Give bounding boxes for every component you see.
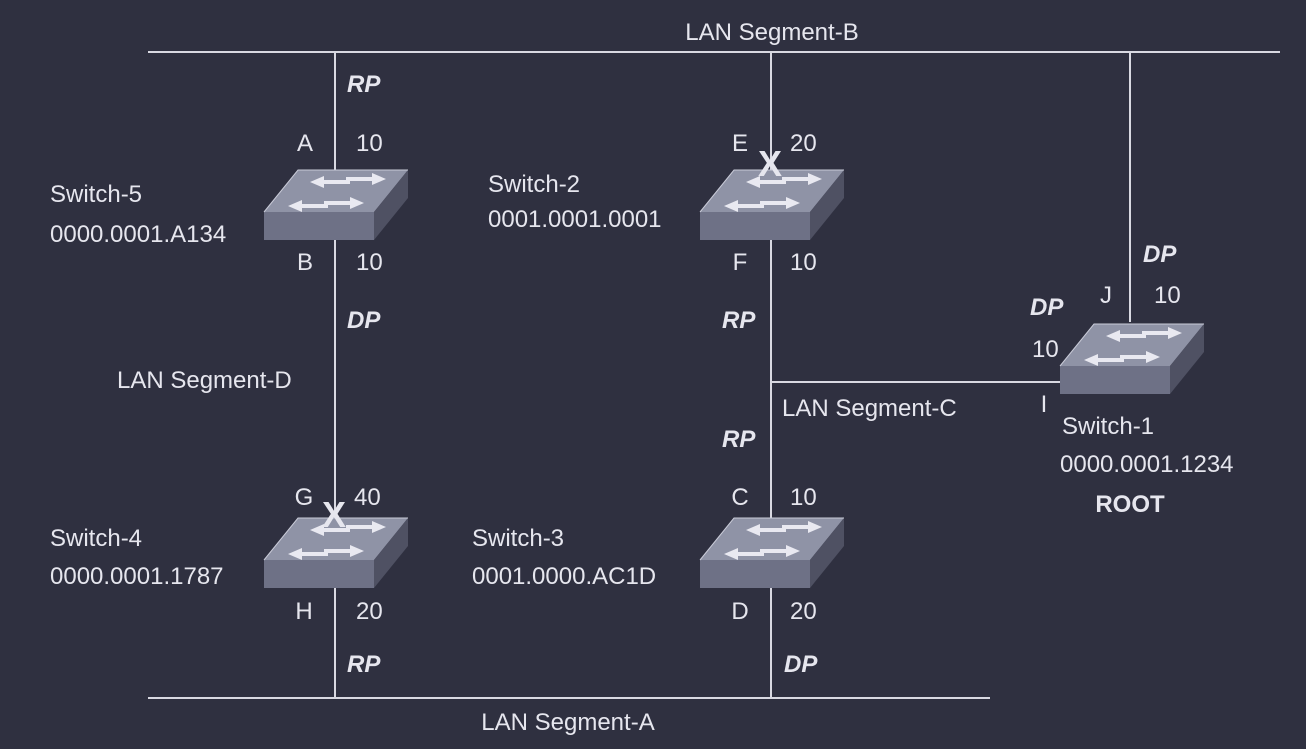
port-b-cost: 10 — [356, 249, 383, 276]
port-i-role: DP — [1030, 294, 1064, 321]
switch-3-bridge-id: 0001.0000.AC1D — [472, 563, 656, 590]
port-a-label: A — [297, 130, 313, 157]
port-b-role: DP — [347, 307, 381, 334]
port-f-label: F — [733, 249, 748, 276]
port-a-cost: 10 — [356, 130, 383, 157]
port-a-role: RP — [347, 71, 381, 98]
switch-1-name: Switch-1 — [1062, 413, 1154, 440]
switch-5-icon[interactable] — [263, 169, 409, 241]
port-h-cost: 20 — [356, 598, 383, 625]
switch-1-bridge-id: 0000.0001.1234 — [1060, 451, 1234, 478]
port-f-cost: 10 — [790, 249, 817, 276]
port-c-role: RP — [722, 426, 756, 453]
port-b-label: B — [297, 249, 313, 276]
port-c-label: C — [731, 484, 748, 511]
switch-5-bridge-id: 0000.0001.A134 — [50, 221, 226, 248]
switch-3-name: Switch-3 — [472, 525, 564, 552]
port-e-label: E — [732, 130, 748, 157]
port-d-cost: 20 — [790, 598, 817, 625]
switch-2-bridge-id: 0001.0001.0001 — [488, 206, 662, 233]
port-h-role: RP — [347, 651, 381, 678]
switch-2-name: Switch-2 — [488, 171, 580, 198]
lan-segment-c-label: LAN Segment-C — [782, 395, 957, 422]
port-j-cost: 10 — [1154, 282, 1181, 309]
switch-1-icon[interactable] — [1059, 323, 1205, 395]
lan-segment-d-label: LAN Segment-D — [117, 367, 292, 394]
port-g-label: G — [295, 484, 314, 511]
switch-5-name: Switch-5 — [50, 181, 142, 208]
port-j-label: J — [1100, 282, 1112, 309]
switch-3-icon[interactable] — [699, 517, 845, 589]
blocked-port-x-icon: X — [322, 494, 346, 535]
lan-segment-b-label: LAN Segment-B — [685, 19, 858, 46]
switch-4-bridge-id: 0000.0001.1787 — [50, 563, 224, 590]
port-j-role: DP — [1143, 241, 1177, 268]
port-d-role: DP — [784, 651, 818, 678]
port-d-label: D — [731, 598, 748, 625]
port-c-cost: 10 — [790, 484, 817, 511]
blocked-port-x-icon: X — [758, 143, 782, 184]
switch-4-name: Switch-4 — [50, 525, 142, 552]
root-bridge-label: ROOT — [1095, 491, 1165, 518]
port-f-role: RP — [722, 307, 756, 334]
port-i-cost: 10 — [1032, 336, 1059, 363]
lan-segment-a-label: LAN Segment-A — [481, 709, 654, 736]
network-links — [148, 51, 1280, 699]
port-i-label: I — [1041, 391, 1048, 418]
port-e-cost: 20 — [790, 130, 817, 157]
port-g-cost: 40 — [354, 484, 381, 511]
port-h-label: H — [295, 598, 312, 625]
